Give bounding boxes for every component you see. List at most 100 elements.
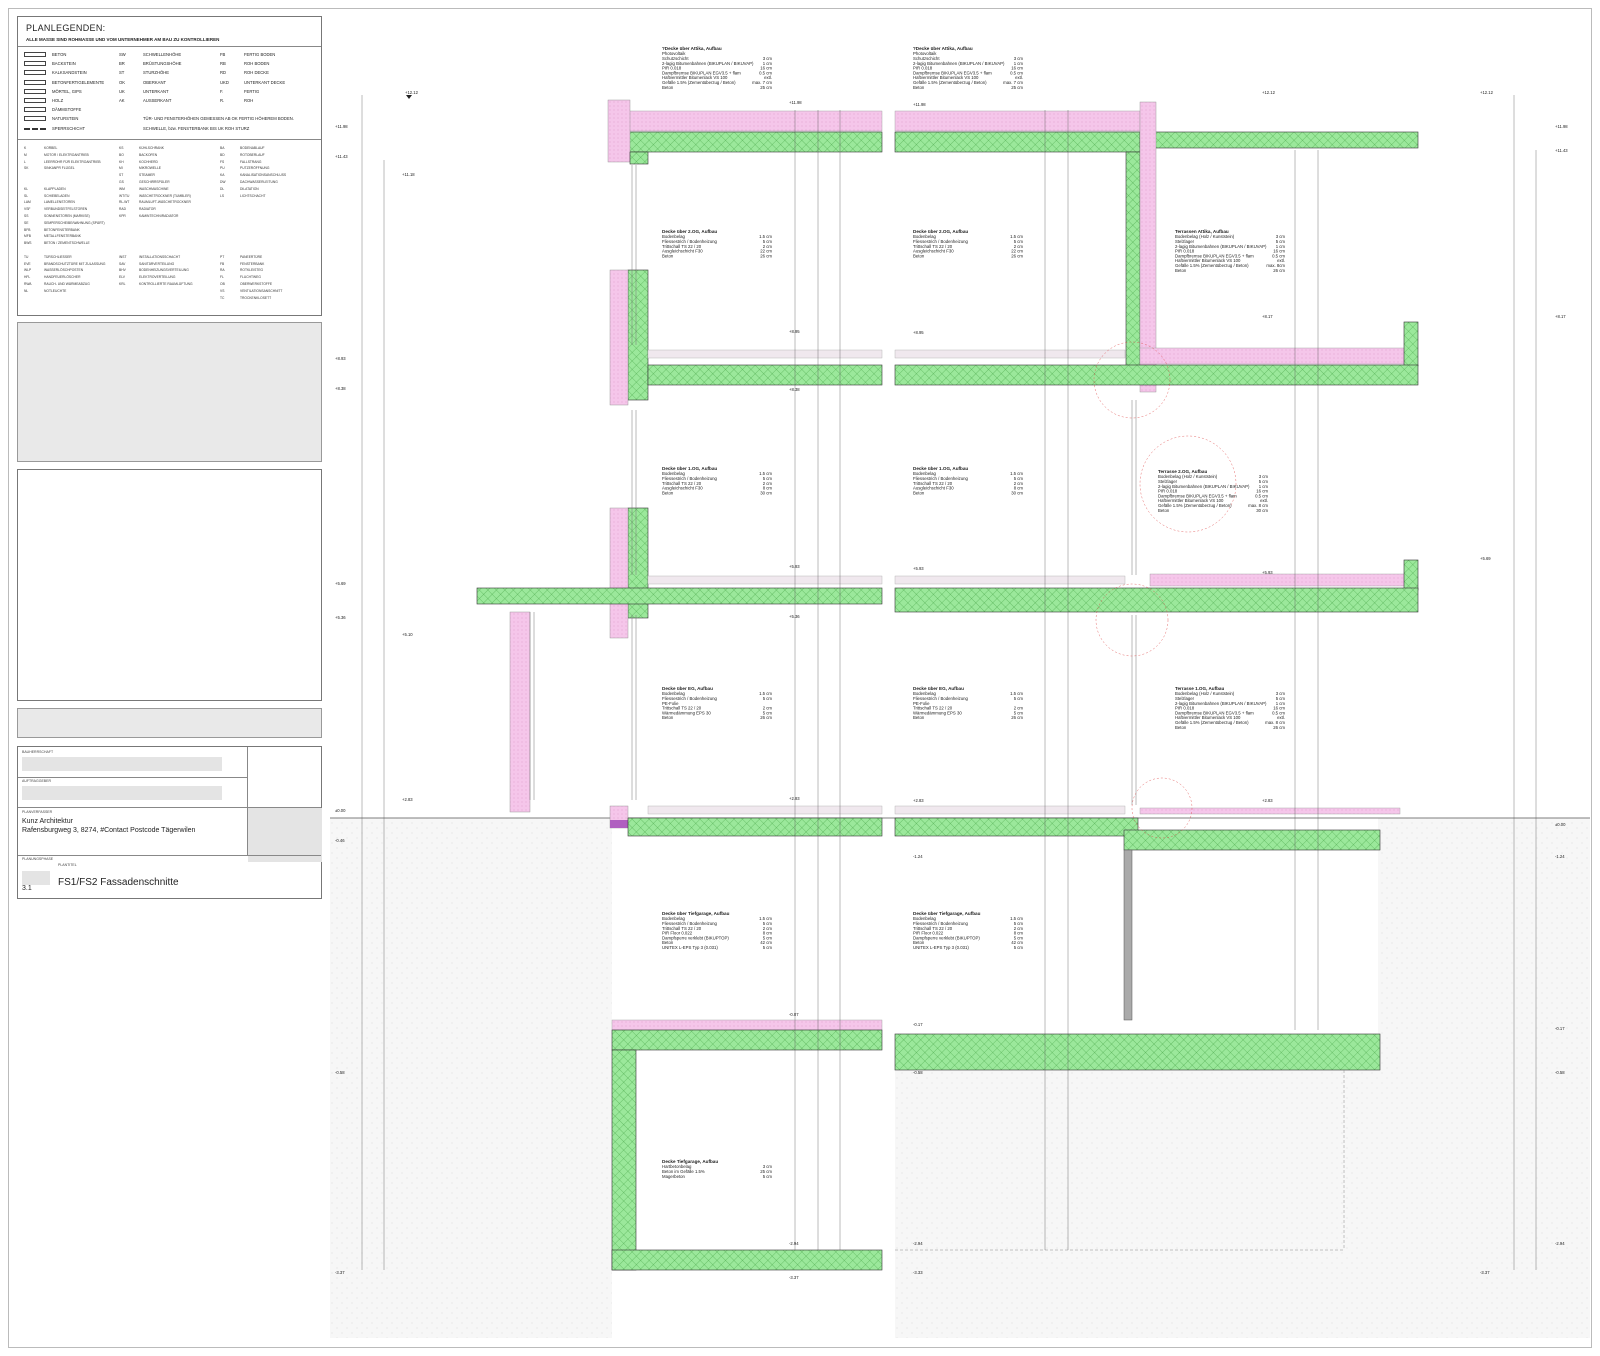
sheet-number: 3.1 (22, 885, 32, 892)
abbreviation-text: SONNENSTOREN (MARKISE) (44, 214, 90, 218)
abbreviation-text: TU (24, 254, 29, 259)
buildup-title: Terrassen Attika, Aufbau (1175, 229, 1229, 234)
buildup-layer-thickness: 5 cm (763, 696, 773, 701)
screed-eg-right (894, 805, 1126, 815)
buildup-layer-name: Beton (662, 940, 674, 945)
office-address: Rafensburgweg 3, 8274, #Contact Postcode… (22, 827, 196, 834)
abbreviation-text: MOTOR / ELEKTROANTRIEB (44, 152, 89, 157)
slab-eg-step (1123, 829, 1381, 851)
buildup-layer-thickness: 1.5 cm (759, 916, 772, 921)
legend-text: MÖRTEL, GIPS (52, 88, 82, 94)
buildup-title: Decke über 2.OG, Aufbau (913, 229, 968, 234)
abbreviation-text: L (24, 159, 26, 164)
buildup-layer-thickness: 30 cm (760, 490, 772, 495)
buildup-layer-thickness: 2 cm (763, 706, 773, 711)
buildup-layer-name: Trittschall TS 22 / 20 (913, 244, 953, 249)
slab-eg-left (627, 817, 883, 837)
abbreviation-text: RAUCH- UND WÄRMEABZUG (44, 282, 90, 286)
buildup-layer-name: Gefälle 1.5% (Zementüberzug / Beton) (1158, 503, 1232, 508)
abbreviation-text: RWA (24, 282, 32, 286)
buildup-layer-name: Bodenbelag (662, 916, 686, 921)
buildup-layer-name: Gefälle 1.5% (Zementüberzug / Beton) (1175, 263, 1249, 268)
legend-text: SCHWELLENHÖHE (143, 52, 182, 57)
legend-divider (18, 46, 321, 47)
abbreviation-text: VERBUNDSEITFELSTOREN (44, 207, 88, 212)
parapet-insulation-left (607, 99, 631, 163)
buildup-layer-name: Photovoltaik (913, 51, 937, 56)
abbreviation-text: HANDFEUERLÖSCHER (44, 275, 81, 280)
abbreviation-text: RAUMLUFT-WÄSCHETROCKNER (139, 200, 191, 205)
abbreviation-text: KÜHLSCHRANK (139, 146, 164, 150)
abbreviation-text: WM (119, 186, 125, 191)
slab-ug-left (611, 1029, 883, 1051)
legend-text: DÄMMSTOFFE (52, 107, 82, 113)
buildup-layer-name: Magerbeton (662, 1174, 686, 1179)
abbreviation-text: KA (220, 173, 225, 178)
abbreviation-text: FS (220, 159, 225, 164)
abbreviation-text: RAD (119, 207, 126, 212)
key-plan-panel (17, 469, 322, 701)
sheet-label: PLANTITEL (58, 863, 77, 867)
buildup-layer-thickness: 16 cm (1256, 489, 1268, 494)
buildup-layer-name: Fliessestrich / Bodenheizung (662, 696, 718, 701)
plan-legend: PLANLEGENDEN: ALLE MASSE SIND ROHMASSE U… (17, 16, 322, 316)
abbreviation-text: KONTROLLIERTE RAUMLÜFTUNG (139, 282, 193, 286)
abbreviation-text: KPR (119, 214, 126, 218)
level-roof-top-right: +12.12 (1262, 90, 1276, 95)
buildup-layer-name: Wärmedämmung EPS 30 (662, 710, 711, 715)
abbreviation-text: BA (220, 146, 225, 150)
level-roof-top: +12.12 (405, 90, 419, 95)
window-lines (529, 165, 1137, 805)
roof-slab-terrace (1139, 131, 1419, 149)
legend-text: ROH DECKE (244, 70, 269, 76)
buildup-layer-name: PIR Floor 0.022 (662, 931, 693, 936)
buildup-title: Decke über Tiefgarage, Aufbau (913, 911, 981, 916)
buildup-layer-thickness: 5 cm (763, 710, 773, 715)
legend-text: FB (220, 52, 226, 57)
buildup-layer-thickness: 5 cm (1014, 945, 1024, 950)
abbreviation-text: ELEKTROVERTEILUNG (139, 275, 176, 280)
sheet-number-box (22, 871, 50, 885)
contractor-label: AUFTRAGGEBER (22, 779, 51, 783)
legend-text: UKD (220, 79, 229, 85)
abbreviation-text: GS (119, 180, 124, 184)
buildup-layer-name: Beton (662, 85, 674, 90)
roof-insulation-left (627, 110, 883, 132)
buildup-layer-name: Trittschall TS 22 / 20 (662, 481, 702, 486)
buildup-layer-name: 2-lagig Bitumenbahnen (BIKUPLAN / BIKUVA… (1175, 701, 1267, 706)
abbreviation-text: ROTOBERLAUF (240, 152, 265, 157)
buildup-title: ?Decke über Attika, Aufbau (913, 46, 973, 51)
abbreviation-text: FB (220, 261, 225, 266)
buildup-layer-name: Bodenbelag (913, 471, 937, 476)
buildup-layer-name: Gefälle 1.5% (Zementüberzug / Beton) (913, 80, 987, 85)
buildup-layer-name: Ausgleichschicht F30 (662, 486, 703, 491)
buildup-layer-thickness: 2 cm (1014, 706, 1024, 711)
abbreviation-text: METALLFENSTERBANK (44, 234, 81, 239)
buildup-layer-name: Dampfbremse BIKUPLAN EGV3.5 + flam (1175, 253, 1254, 258)
abbreviation-text: KL (24, 186, 29, 191)
buildup-layer-name: Beton (662, 715, 674, 720)
legend-text: HOLZ (52, 98, 64, 103)
level-ug-bot: -3.37 (335, 1270, 345, 1275)
buildup-layer-name: Beton (1175, 268, 1187, 273)
placeholder-panel (17, 322, 322, 462)
level-side-2: -0.17 (913, 1022, 923, 1027)
buildup-layer-thickness: 3 cm (763, 56, 773, 61)
wall-setback (1125, 151, 1141, 373)
abbreviation-text: LEERROHR FÜR ELEKTROANTRIEB (44, 159, 101, 164)
abbreviation-text: NOTLEUCHTE (44, 288, 67, 293)
buildup-layer-name: PIR 0.018 (662, 66, 682, 71)
buildup-layer-name: Trittschall TS 22 / 20 (913, 706, 953, 711)
level-side-far-1: -1.24 (1555, 854, 1565, 859)
level-1og-ff: +5.93 (789, 564, 800, 569)
buildup-layer-name: Trittschall TS 22 / 20 (662, 926, 702, 931)
level-roof-b-far: +11.43 (1555, 148, 1568, 153)
buildup-layer-thickness: 2 cm (763, 481, 773, 486)
buildup-layer-name: Dampfbremse BIKUPLAN EGV3.5 + flam (913, 70, 992, 75)
legend-text: RD (220, 70, 227, 76)
level-terrace-eg: +2.83 (1262, 798, 1273, 803)
buildup-layer-thickness: 5 cm (1014, 696, 1024, 701)
buildup-layer-name: Beton (913, 715, 925, 720)
